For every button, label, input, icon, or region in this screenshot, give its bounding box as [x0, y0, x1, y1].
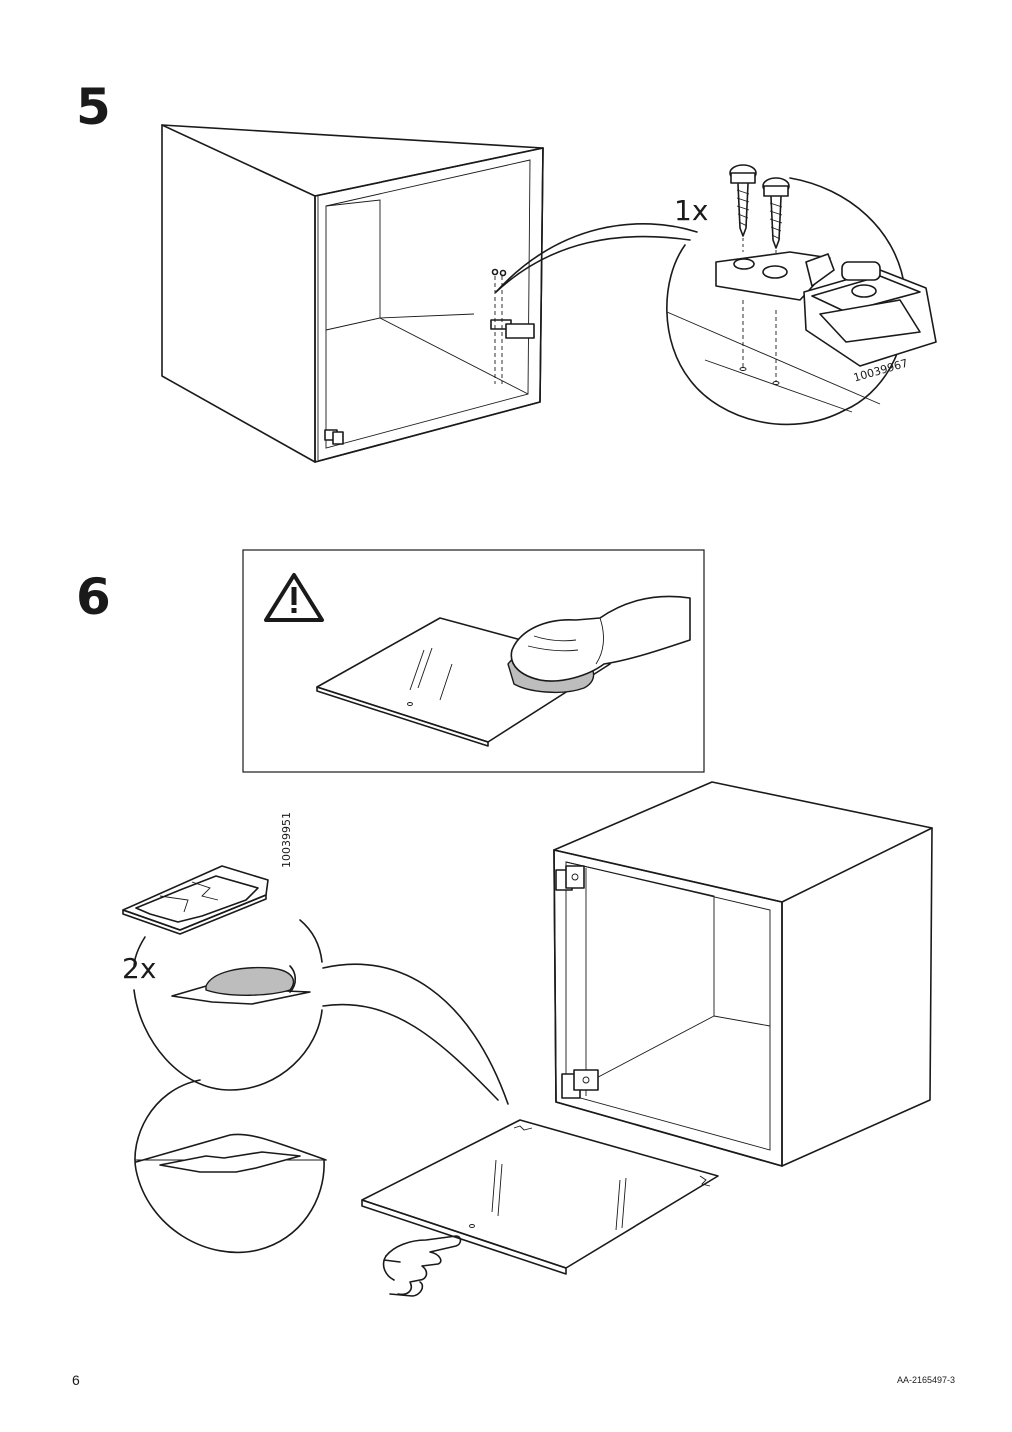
pointing-hand-icon: [382, 1235, 462, 1297]
bumper-pad-sheet: [122, 865, 269, 935]
screw-icon: [729, 164, 757, 371]
step6-callout-arc: [322, 963, 509, 1105]
step-6-part-number: 10039951: [280, 812, 293, 868]
step-6-quantity: 2x: [122, 952, 157, 985]
page-number: 6: [72, 1372, 80, 1388]
step5-cabinet: [161, 124, 544, 463]
step5-hinge-bottom: [324, 429, 344, 445]
step5-detail-view: [666, 164, 937, 426]
step5-callout-arc: [495, 223, 698, 293]
screw-icon: [762, 177, 790, 385]
step-5-number: 5: [76, 78, 111, 136]
step6-cabinet: [553, 781, 933, 1167]
detail-circle-applied: [134, 1079, 327, 1254]
warning-triangle-icon: [264, 573, 324, 622]
step-6-number: 6: [76, 568, 111, 626]
document-code: AA-2165497-3: [897, 1375, 956, 1385]
detail-circle-pad: [133, 965, 323, 1091]
hinge-icon: [555, 865, 585, 891]
hinge-icon: [715, 251, 937, 367]
hinge-icon: [561, 1069, 599, 1099]
glass-door: [361, 1119, 719, 1275]
glass-panel-cleaning: [316, 595, 691, 747]
step-5-quantity: 1x: [674, 194, 709, 227]
step5-hinge-small: [490, 268, 535, 384]
warning-panel: [242, 549, 705, 773]
